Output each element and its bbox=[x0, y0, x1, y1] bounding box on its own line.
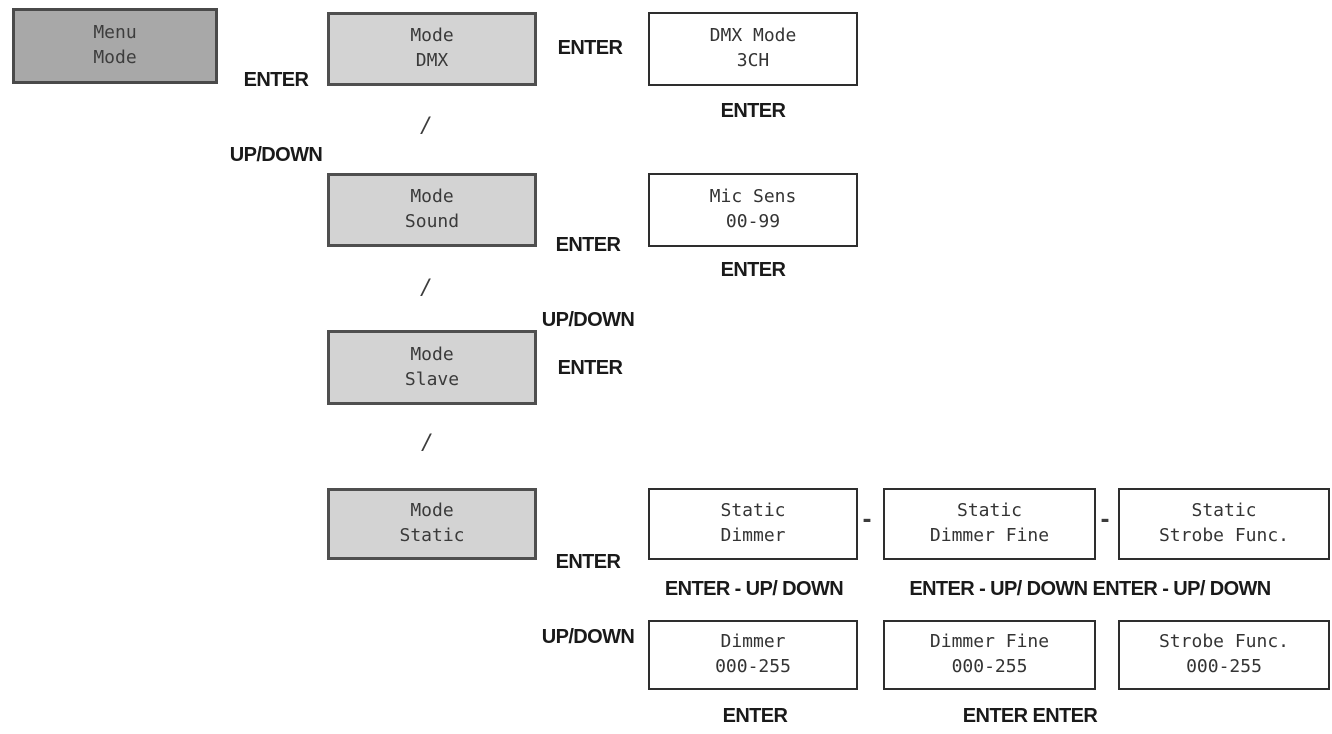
flow-label-enter-updown: ENTER UP/DOWN bbox=[224, 18, 328, 218]
dash-connector: - bbox=[860, 508, 874, 533]
screen-line: Menu bbox=[93, 22, 137, 44]
branch-separator-slash: / bbox=[420, 113, 433, 137]
screen-line: 3CH bbox=[736, 50, 770, 71]
screen-line: Strobe Func. bbox=[1158, 525, 1290, 546]
screen-line: Sound bbox=[404, 211, 460, 232]
screen-line: Mode bbox=[410, 186, 454, 208]
screen-line: Static bbox=[399, 525, 465, 546]
screen-line: DMX Mode bbox=[709, 25, 797, 47]
screen-line: Mode bbox=[410, 343, 454, 365]
screen-line: 000-255 bbox=[1186, 656, 1262, 677]
branch-separator-slash: / bbox=[420, 275, 433, 299]
screen-line: Dimmer Fine bbox=[929, 525, 1050, 546]
flow-label-enter: ENTER bbox=[722, 705, 788, 727]
screen-line: Mode bbox=[410, 25, 454, 47]
flow-label-enter: ENTER bbox=[720, 259, 786, 281]
screen-static-dimmer-fine: Static Dimmer Fine bbox=[883, 488, 1096, 560]
flow-label-enter: ENTER bbox=[557, 357, 623, 379]
flow-label-enter: ENTER bbox=[243, 69, 309, 91]
screen-line: 000-255 bbox=[951, 656, 1028, 677]
screen-mic-sens: Mic Sens 00-99 bbox=[648, 173, 858, 247]
screen-mode-dmx: Mode DMX bbox=[327, 12, 537, 86]
screen-static-dimmer: Static Dimmer bbox=[648, 488, 858, 560]
screen-line: Static bbox=[1191, 500, 1257, 522]
flow-label-enter: ENTER bbox=[555, 234, 621, 256]
flow-label-enter: ENTER bbox=[720, 100, 786, 122]
screen-line: Mic Sens bbox=[709, 186, 797, 208]
screen-line: Mode bbox=[410, 500, 454, 522]
screen-dmx-mode-3ch: DMX Mode 3CH bbox=[648, 12, 858, 86]
screen-line: Static bbox=[956, 500, 1023, 522]
screen-line: Strobe Func. bbox=[1158, 631, 1290, 653]
dash-connector: - bbox=[1098, 508, 1112, 533]
screen-line: Dimmer bbox=[720, 525, 786, 546]
branch-separator-slash: / bbox=[421, 430, 434, 454]
screen-mode-slave: Mode Slave bbox=[327, 330, 537, 405]
screen-line: Static bbox=[720, 500, 786, 522]
screen-strobe-func-range: Strobe Func. 000-255 bbox=[1118, 620, 1330, 690]
screen-line: 000-255 bbox=[715, 656, 791, 677]
screen-mode-sound: Mode Sound bbox=[327, 173, 537, 247]
screen-line: Dimmer Fine bbox=[929, 631, 1050, 653]
flow-label-enter-up-down-double: ENTER - UP/ DOWN ENTER - UP/ DOWN bbox=[909, 578, 1271, 600]
flow-label-enter-updown: ENTER UP/DOWN bbox=[536, 500, 640, 700]
flow-label-enter-up-down: ENTER - UP/ DOWN bbox=[664, 578, 844, 600]
screen-line: Dimmer bbox=[720, 631, 786, 653]
screen-line: Mode bbox=[93, 47, 137, 68]
screen-mode-static: Mode Static bbox=[327, 488, 537, 560]
screen-line: DMX bbox=[415, 50, 449, 71]
screen-line: 00-99 bbox=[725, 211, 781, 232]
flow-label-enter: ENTER bbox=[555, 551, 621, 573]
flow-label-updown: UP/DOWN bbox=[541, 309, 635, 331]
screen-dimmer-range: Dimmer 000-255 bbox=[648, 620, 858, 690]
screen-dimmer-fine-range: Dimmer Fine 000-255 bbox=[883, 620, 1096, 690]
flow-label-updown: UP/DOWN bbox=[229, 144, 323, 166]
screen-line: Slave bbox=[404, 368, 460, 390]
screen-static-strobe-func: Static Strobe Func. bbox=[1118, 488, 1330, 560]
screen-menu-mode: Menu Mode bbox=[12, 8, 218, 84]
flow-label-updown: UP/DOWN bbox=[541, 626, 635, 648]
flow-label-enter: ENTER bbox=[557, 37, 623, 59]
flow-label-enter-enter: ENTER ENTER bbox=[962, 705, 1098, 727]
flow-label-enter-updown: ENTER UP/DOWN bbox=[536, 183, 640, 383]
